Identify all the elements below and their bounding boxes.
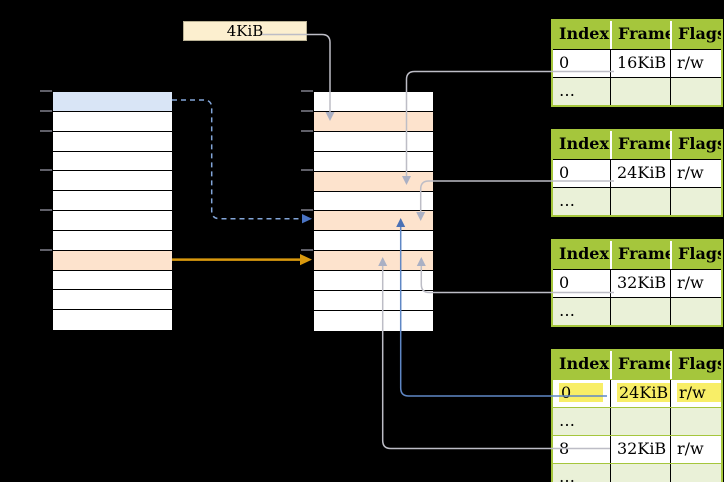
cell-frame xyxy=(610,408,670,435)
cell-flags xyxy=(670,78,721,105)
cell-flags: r/w xyxy=(670,380,721,407)
cell-frame: 24KiB xyxy=(610,160,670,187)
memory-row xyxy=(314,191,433,212)
column-header-index: Index xyxy=(559,244,610,263)
cell-frame: 24KiB xyxy=(610,380,670,407)
memory-row xyxy=(53,211,172,231)
memory-row xyxy=(53,191,172,211)
memory-row xyxy=(314,131,433,152)
frame-table-header: Index Frame Flags xyxy=(553,21,721,49)
memory-row xyxy=(53,111,172,132)
cell-index: 0 xyxy=(559,273,570,292)
memory-row-highlight-orange xyxy=(314,251,433,272)
memory-row xyxy=(314,151,433,172)
memory-row-highlight-orange xyxy=(53,250,172,271)
gold-connector xyxy=(172,254,312,266)
cell-flags: r/w xyxy=(670,436,721,463)
cell-frame xyxy=(610,298,670,325)
highlight-flags: r/w xyxy=(677,383,721,402)
memory-row xyxy=(53,131,172,152)
table-row: 0 24KiB r/w xyxy=(553,159,721,187)
cell-flags xyxy=(670,408,721,435)
cell-index: … xyxy=(559,411,575,430)
arrowhead-right-icon xyxy=(302,214,312,224)
memory-row xyxy=(53,270,172,291)
memory-row xyxy=(53,171,172,192)
table-row-ellipsis: … xyxy=(553,463,721,482)
memory-row xyxy=(314,291,433,312)
page-size-label-text: 4KiB xyxy=(226,22,264,40)
frame-table-header: Index Frame Flags xyxy=(553,241,721,269)
cell-frame xyxy=(610,464,670,482)
memory-row-highlight-orange xyxy=(314,111,433,132)
arrowhead-right-icon xyxy=(300,254,312,266)
cell-flags: r/w xyxy=(670,50,721,77)
cell-flags: r/w xyxy=(670,160,721,187)
memory-row-highlight-blue xyxy=(53,92,172,112)
frame-table-header: Index Frame Flags xyxy=(553,131,721,159)
cell-frame: 16KiB xyxy=(610,50,670,77)
physical-memory-table xyxy=(313,91,434,332)
table-row-ellipsis: … xyxy=(553,297,721,325)
cell-flags xyxy=(670,464,721,482)
memory-row xyxy=(53,290,172,311)
highlight-frame: 24KiB xyxy=(617,383,670,402)
memory-row-highlight-orange xyxy=(314,211,433,232)
cell-index: … xyxy=(559,467,575,482)
column-header-flags: Flags xyxy=(670,351,721,379)
column-header-flags: Flags xyxy=(670,21,721,49)
table-row-ellipsis: … xyxy=(553,77,721,105)
memory-row xyxy=(53,230,172,251)
cell-frame: 32KiB xyxy=(610,270,670,297)
table-row-highlighted: 0 24KiB r/w xyxy=(553,379,721,407)
cell-frame: 32KiB xyxy=(610,436,670,463)
table-row: 8 32KiB r/w xyxy=(553,435,721,463)
memory-row-highlight-orange xyxy=(314,171,433,192)
column-header-frame: Frame xyxy=(610,21,670,49)
column-header-index: Index xyxy=(559,354,610,373)
cell-frame xyxy=(610,78,670,105)
column-header-index: Index xyxy=(559,24,610,43)
column-header-frame: Frame xyxy=(610,131,670,159)
cell-index: … xyxy=(559,191,575,210)
column-header-frame: Frame xyxy=(610,351,670,379)
table-row: 0 16KiB r/w xyxy=(553,49,721,77)
page-size-label: 4KiB xyxy=(183,21,307,41)
cell-index: 0 xyxy=(559,53,570,72)
cell-index: … xyxy=(559,301,575,320)
cell-index: … xyxy=(559,81,575,100)
virtual-memory-table xyxy=(52,91,173,331)
cell-frame xyxy=(610,188,670,215)
cell-flags: r/w xyxy=(670,270,721,297)
memory-row xyxy=(53,310,172,330)
cell-index: 0 xyxy=(553,380,610,407)
cell-index: 0 xyxy=(559,163,570,182)
memory-row xyxy=(53,151,172,172)
frame-table-3: Index Frame Flags 0 32KiB r/w … xyxy=(551,239,723,327)
table-row: 0 32KiB r/w xyxy=(553,269,721,297)
memory-row xyxy=(314,271,433,292)
column-header-frame: Frame xyxy=(610,241,670,269)
frame-table-1: Index Frame Flags 0 16KiB r/w … xyxy=(551,19,723,107)
frame-table-2: Index Frame Flags 0 24KiB r/w … xyxy=(551,129,723,217)
frame-table-4: Index Frame Flags 0 24KiB r/w … 8 32KiB … xyxy=(551,349,723,482)
frame-table-header: Index Frame Flags xyxy=(553,351,721,379)
highlight-index: 0 xyxy=(559,383,603,402)
column-header-flags: Flags xyxy=(670,131,721,159)
blue-dashed-connector xyxy=(172,99,312,224)
table-row-ellipsis: … xyxy=(553,407,721,435)
column-header-flags: Flags xyxy=(670,241,721,269)
cell-index: 8 xyxy=(559,439,570,458)
cell-flags xyxy=(670,298,721,325)
column-header-index: Index xyxy=(559,134,610,153)
table-row-ellipsis: … xyxy=(553,187,721,215)
memory-row xyxy=(314,92,433,112)
memory-row xyxy=(314,311,433,331)
memory-row xyxy=(314,231,433,252)
cell-flags xyxy=(670,188,721,215)
